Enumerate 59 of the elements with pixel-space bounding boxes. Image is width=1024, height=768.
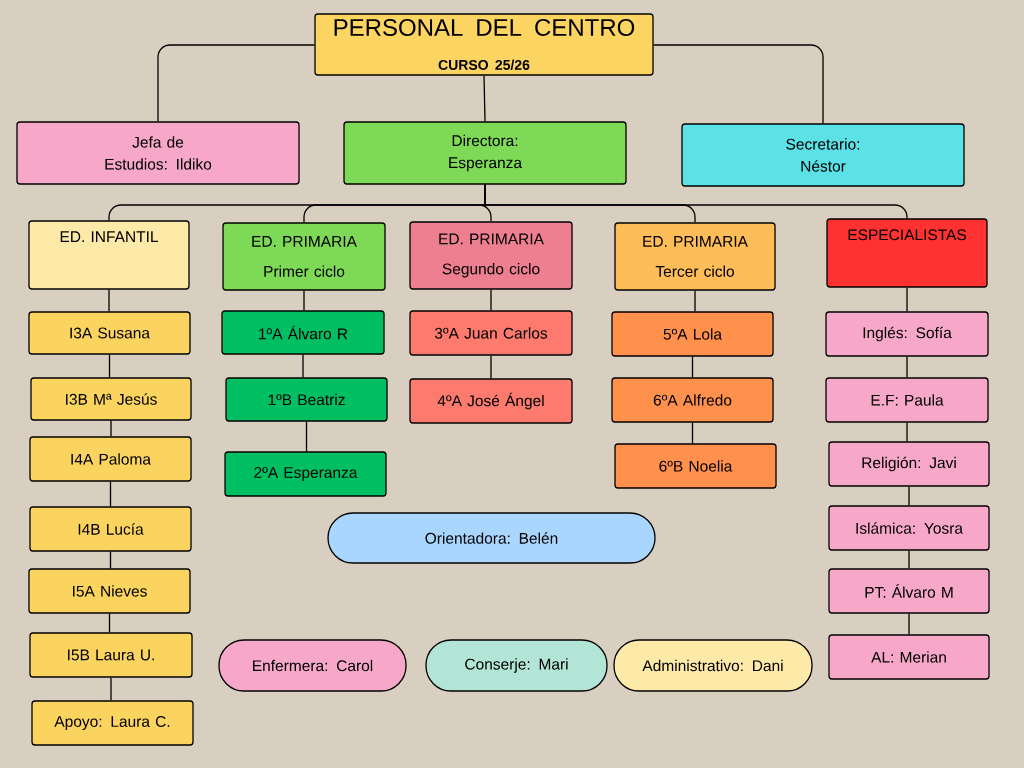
- class-box: I5B Laura U.: [29, 632, 193, 678]
- connector-line: [110, 420, 112, 437]
- class-box: Religión: Javi: [828, 441, 990, 487]
- stage-box: ED. PRIMARIA Primer ciclo: [222, 222, 386, 291]
- staff-pill: Administrativo: Dani: [613, 639, 813, 692]
- connector-line: [906, 356, 908, 378]
- connector-line: [108, 613, 111, 633]
- staff-pill: Enfermera: Carol: [218, 639, 407, 692]
- class-box: 4ºA José Ángel: [409, 378, 573, 424]
- class-box: Islámica: Yosra: [828, 505, 990, 551]
- connector-line: [484, 184, 908, 219]
- connector-line: [694, 290, 696, 312]
- connector-line: [490, 289, 492, 311]
- class-box: 1ºB Beatriz: [225, 377, 388, 422]
- staff-pill: Conserje: Mari: [425, 639, 608, 692]
- connector-line: [303, 290, 305, 311]
- connector-line: [110, 677, 112, 701]
- class-box: PT: Álvaro M: [828, 568, 990, 614]
- role-box: Directora: Esperanza: [343, 121, 627, 185]
- class-box: 6ºB Noelia: [614, 443, 777, 489]
- class-box: I3A Susana: [28, 311, 191, 355]
- connector-line: [653, 44, 824, 124]
- class-box: Apoyo: Laura C.: [31, 700, 194, 746]
- role-box: Jefa de Estudios: Ildiko: [16, 121, 300, 185]
- connector-line: [157, 44, 315, 122]
- stage-box: ESPECIALISTAS: [826, 218, 988, 288]
- connector-line: [483, 75, 486, 122]
- connector-line: [908, 613, 910, 635]
- class-box: 6ºA Alfredo: [611, 377, 774, 423]
- stage-box: ED. PRIMARIA Tercer ciclo: [614, 222, 776, 291]
- connector-line: [691, 422, 694, 444]
- role-box: Secretario: Néstor: [681, 123, 965, 187]
- connector-line: [108, 289, 110, 312]
- class-box: 3ºA Juan Carlos: [409, 310, 573, 356]
- connector-line: [908, 550, 910, 569]
- connector-line: [906, 422, 908, 442]
- connector-line: [302, 354, 304, 378]
- class-box: I3B Mª Jesús: [30, 377, 192, 421]
- class-box: I4B Lucía: [29, 506, 192, 552]
- connector-line: [305, 421, 308, 452]
- stage-box: ED. INFANTIL: [28, 220, 190, 290]
- class-box: I4A Paloma: [29, 436, 192, 482]
- connector-line: [109, 481, 112, 507]
- class-box: 1ºA Álvaro R: [221, 310, 385, 355]
- connector-line: [108, 354, 111, 378]
- class-box: 2ºA Esperanza: [224, 451, 387, 497]
- class-box: AL: Merian: [828, 634, 990, 680]
- class-box: E.F: Paula: [825, 377, 989, 423]
- connector-line: [691, 356, 694, 378]
- connector-line: [490, 355, 492, 379]
- class-box: I5A Nieves: [28, 568, 191, 614]
- connector-line: [906, 287, 908, 312]
- stage-box: ED. PRIMARIA Segundo ciclo: [409, 221, 573, 290]
- class-box: 5ºA Lola: [611, 311, 774, 357]
- class-box: Inglés: Sofía: [825, 311, 989, 357]
- connector-line: [908, 486, 910, 506]
- connector-line: [109, 551, 112, 569]
- title-box: PERSONAL DEL CENTRO CURSO 25/26: [314, 13, 654, 76]
- staff-pill: Orientadora: Belén: [327, 512, 656, 564]
